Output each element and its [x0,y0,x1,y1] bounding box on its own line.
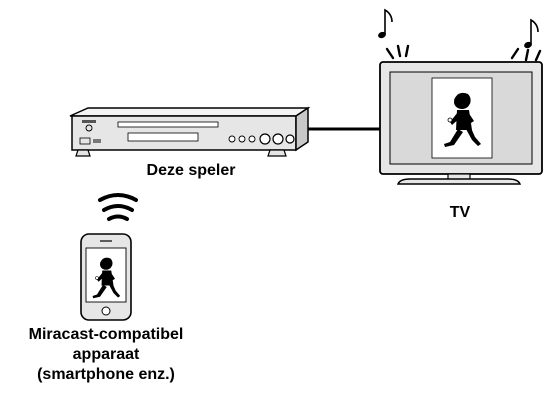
phone-label-line1: Miracast-compatibel [28,326,184,343]
blu-ray-player-icon [69,106,311,157]
phone-label-line2: apparaat [72,346,140,363]
wifi-signal-icon [98,193,138,221]
sound-lines-icon [385,44,542,62]
music-note-icon [378,8,539,49]
phone-label-line3: (smartphone enz.) [37,366,175,383]
phone-label: Miracast-compatibel apparaat (smartphone… [0,325,212,385]
tv-label: TV [449,204,471,221]
player-label: Deze speler [146,162,236,179]
